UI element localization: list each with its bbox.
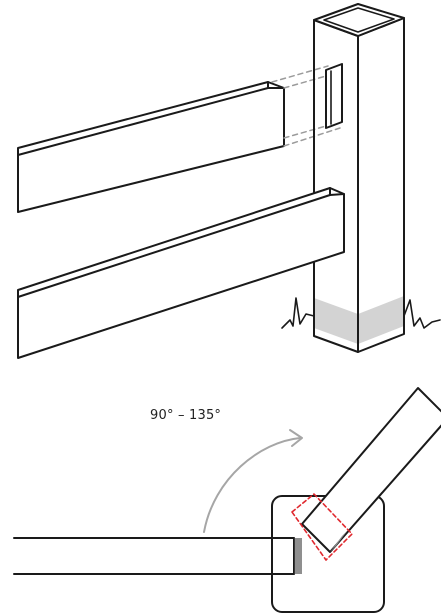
post-cap	[313, 3, 405, 37]
ground-line	[281, 297, 441, 329]
angled-rail	[301, 387, 441, 553]
lower-assembly	[13, 387, 441, 613]
upper-assembly	[17, 3, 441, 359]
notch	[330, 530, 348, 552]
connection-highlight	[291, 493, 353, 561]
middle-rail	[17, 187, 345, 359]
rail-mortise	[325, 63, 343, 129]
angle-range-label: 90° – 135°	[150, 408, 222, 423]
top-rail	[17, 81, 285, 213]
angle-arrow	[203, 429, 303, 533]
fence-post	[313, 3, 405, 353]
straight-rail	[13, 537, 302, 575]
